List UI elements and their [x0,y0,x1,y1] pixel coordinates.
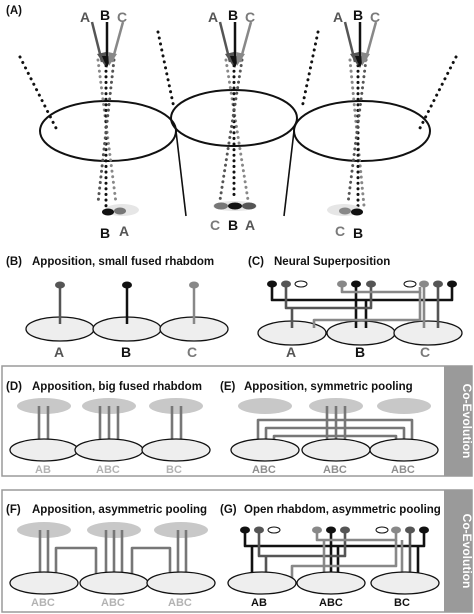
panel-b-rhabdom-b [122,281,132,289]
panel-d-tag: (D) [6,381,22,393]
incoming-arrows [90,21,378,68]
top-label-left-a: A [80,9,90,25]
coevolution-band-2 [444,490,472,612]
panel-e-tag: (E) [220,381,236,393]
panel-c-label-c: C [420,344,430,360]
panel-d-title: Apposition, big fused rhabdom [32,381,202,393]
bottom-label-center-3: A [245,217,255,233]
bottom-label-center-2: B [228,217,238,233]
ray-left-c [96,58,116,205]
bottom-label-left-1: B [100,225,110,241]
panel-g-label-3: BC [394,597,410,609]
image-spots [102,201,363,216]
top-label-right-a: A [333,9,343,25]
ray-outer-right [416,55,458,134]
panel-c-cell-b [326,320,396,346]
bottom-label-left-2: A [119,223,129,239]
spot-center-b [228,202,242,210]
panel-g-title: Open rhabdom, asymmetric pooling [244,504,441,516]
ray-center-a [224,58,250,202]
panel-b-tag: (B) [6,256,22,268]
panel-g-cells [227,571,440,595]
panel-e-ommatidia [230,398,439,462]
light-rays [18,30,458,208]
panel-c-cell-c [393,320,463,346]
panel-b-rhabdom-c [189,281,199,289]
panel-b: (B) Apposition, small fused rhabdom A B … [6,256,229,360]
panel-g-wiring [243,533,426,578]
panel-g-tag: (G) [220,504,237,516]
panel-c-title: Neural Superposition [274,256,390,268]
panel-b-label-b: B [121,344,131,360]
ray-inner-right [300,30,320,110]
panel-f-label-2: ABC [101,597,125,609]
panel-g-label-2: ABC [319,597,343,609]
panel-c: (C) Neural Superposition [248,256,463,360]
ray-outer-left [18,55,60,134]
panel-b-title: Apposition, small fused rhabdom [32,256,214,268]
lens-right [293,100,431,162]
ray-right-c [346,58,368,205]
panel-b-label-a: A [54,344,64,360]
panel-f-label-1: ABC [31,597,55,609]
spot-right-c [339,207,351,215]
panel-d-label-2: ABC [96,464,120,476]
panel-c-label-a: A [286,344,296,360]
panel-a: (A) [6,5,458,241]
panel-b-rhabdom-a [55,281,65,289]
panel-f-tag: (F) [6,504,21,516]
panel-e-title: Apposition, symmetric pooling [244,381,413,393]
panel-a-tag: (A) [6,5,22,17]
panel-b-label-c: C [187,344,197,360]
panel-f-label-3: ABC [168,597,192,609]
panel-g-receptors [240,526,429,534]
panel-f-title: Apposition, asymmetric pooling [32,504,207,516]
panel-c-wiring [270,287,454,328]
coevolution-label-1: Co-Evolution [460,384,474,459]
panel-d-label-1: AB [35,464,51,476]
top-label-center-a: A [208,9,218,25]
bottom-label-right-1: C [335,223,345,239]
panel-f-ommatidia [9,522,216,595]
coevolution-box-1: Co-Evolution (D) Apposition, big fused r… [1,365,474,477]
top-label-left-c: C [117,9,127,25]
bottom-label-center-1: C [210,217,220,233]
ray-inner-left [156,30,176,110]
panel-c-receptors [267,280,457,288]
wall-left [175,130,187,217]
spot-right-b [351,208,363,216]
spot-center-c [214,202,228,210]
top-label-right-b: B [353,7,363,23]
panel-g-label-1: AB [251,597,267,609]
panel-d-label-3: BC [166,464,182,476]
spot-left-a [114,207,126,215]
coevolution-box-2: Co-Evolution (F) Apposition, asymmetric … [1,489,474,613]
panel-d-ommatidia [9,398,211,462]
coevolution-band-1 [444,366,472,476]
ray-center-c [218,58,244,202]
lens-center [170,89,298,147]
top-label-center-c: C [245,9,255,25]
top-label-left-b: B [100,7,110,23]
top-label-right-c: C [370,9,380,25]
panel-c-label-b: B [355,344,365,360]
panel-c-tag: (C) [248,256,264,268]
spot-left-b [102,208,114,216]
panel-e-label-2: ABC [323,464,347,476]
spot-center-a [242,202,256,210]
coevolution-label-2: Co-Evolution [460,514,474,589]
wall-right [283,130,295,217]
bottom-label-right-2: B [353,225,363,241]
panel-e-label-3: ABC [391,464,415,476]
panel-e-label-1: ABC [252,464,276,476]
top-label-center-b: B [228,7,238,23]
